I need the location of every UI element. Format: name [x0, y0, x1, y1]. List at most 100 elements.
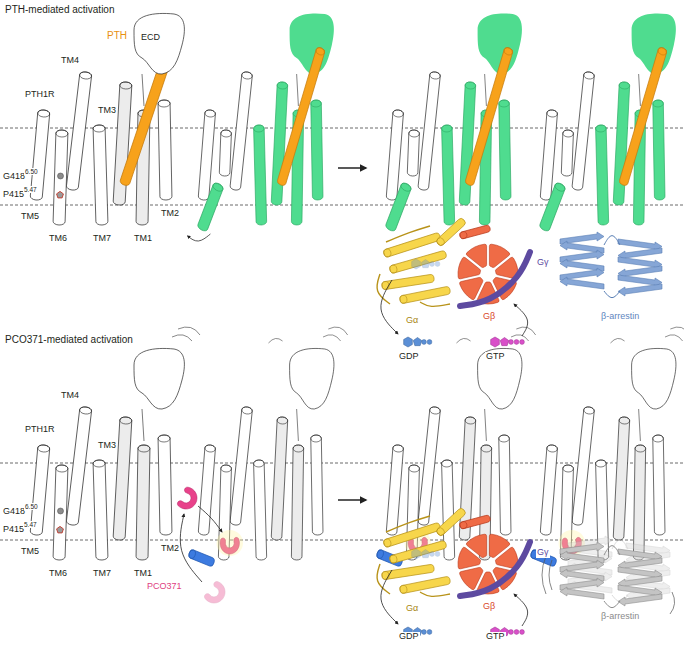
vibration-mark [549, 560, 552, 590]
helix-cylinder [442, 125, 455, 225]
vibration-mark [456, 338, 470, 343]
nucleotide-label: GTP [485, 632, 506, 642]
gdp-bound [412, 549, 440, 559]
panel-title: PCO371-mediated activation [4, 334, 134, 345]
helix-cylinder [53, 465, 68, 560]
g-alpha-strand [386, 516, 430, 532]
subunit-label: Gβ [482, 312, 496, 322]
helix-cylinder [418, 71, 441, 190]
domain-shape [132, 10, 188, 78]
helix-cylinder [53, 130, 68, 225]
release-arrow [381, 570, 398, 624]
residue-label: P415 [2, 525, 25, 535]
panel-title: PTH-mediated activation [4, 4, 116, 15]
linker [485, 409, 487, 441]
vibration-mark [323, 335, 341, 341]
pco371-molecule [172, 485, 201, 514]
subunit-label: Gα [405, 316, 419, 326]
helix-cylinder [530, 549, 557, 567]
ecd-domain [290, 348, 334, 409]
g-gamma [460, 542, 530, 596]
helix-cylinder [499, 100, 511, 200]
helix-cylinder [613, 82, 630, 206]
g-alpha-strand [377, 274, 390, 304]
vibration-mark [665, 335, 683, 341]
helix-cylinder [389, 250, 447, 274]
linker [297, 409, 299, 441]
domain-label: ECD [141, 33, 160, 43]
ecd-domain [134, 348, 184, 409]
pco371-molecule [200, 580, 229, 607]
helix-cylinder [271, 417, 288, 541]
helix-cylinder [254, 460, 267, 560]
helix-cylinder [254, 125, 267, 225]
compound-label: PCO371 [146, 582, 183, 592]
vibration-mark [178, 327, 200, 335]
nucleotide-label: GTP [485, 352, 506, 362]
residue-superscript: 5.47 [23, 186, 38, 193]
helix-label: TM4 [60, 391, 80, 401]
helix-label: TM5 [20, 547, 40, 557]
residue-label: P415 [2, 190, 25, 200]
ligand-label: PTH [106, 30, 128, 41]
g-alpha-strand [420, 592, 450, 596]
gdp-icon [404, 337, 432, 347]
helix-cylinder [66, 71, 92, 190]
subunit-label: Gγ [536, 258, 550, 268]
vibration-mark [610, 338, 624, 343]
helix-cylinder [158, 435, 172, 535]
helix-cylinder [93, 460, 108, 560]
helix-cylinder [113, 417, 132, 541]
helix-cylinder [271, 82, 288, 206]
residue-marker [57, 191, 64, 198]
g-gamma [460, 252, 530, 306]
helix-cylinder [188, 549, 215, 567]
helix-cylinder [596, 125, 609, 225]
helix-cylinder [277, 46, 326, 186]
helix-cylinder [572, 71, 595, 190]
linker [485, 74, 487, 106]
helix-cylinder [459, 82, 476, 206]
vibration-mark [670, 592, 675, 614]
helix-label: TM2 [160, 544, 180, 554]
helix-cylinder [459, 515, 491, 530]
helix-cylinder [435, 217, 466, 247]
helix-cylinder [381, 564, 434, 580]
beta-arrestin [560, 542, 662, 608]
residue-superscript: 5.47 [23, 521, 38, 528]
vibration-mark [511, 335, 529, 341]
residue-label: G418 [2, 507, 26, 517]
helix-cylinder [572, 406, 595, 525]
residue-label: G418 [2, 172, 26, 182]
vibration-mark [670, 327, 684, 335]
helix-cylinder [230, 406, 253, 525]
binding-arrow [198, 506, 222, 532]
binding-arrow [514, 304, 528, 336]
linker [142, 409, 144, 441]
receptor [385, 13, 522, 232]
linker [297, 74, 299, 106]
helix-cylinder [539, 182, 566, 233]
g-protein [377, 507, 530, 596]
helix-cylinder [136, 445, 150, 560]
step-arrow [338, 167, 366, 169]
helix-cylinder [613, 417, 630, 541]
helix-cylinder [653, 100, 665, 200]
nucleotide-label: GDP [398, 352, 420, 362]
helix-cylinder [158, 100, 172, 200]
helix-cylinder [418, 406, 441, 525]
linker [639, 409, 641, 441]
receptor [30, 46, 175, 225]
helix-cylinder [311, 435, 323, 535]
helix-label: TM7 [92, 569, 112, 579]
helix-cylinder [291, 445, 303, 560]
step-arrow [338, 499, 366, 501]
helix-cylinder [197, 182, 224, 233]
domain-outline: ECD [132, 10, 188, 78]
helix-cylinder [540, 444, 558, 535]
helix-cylinder [389, 540, 447, 564]
helix-cylinder [619, 46, 668, 186]
receptor [30, 327, 200, 560]
helix-label: TM3 [97, 106, 117, 116]
entry-arrow [180, 514, 202, 582]
